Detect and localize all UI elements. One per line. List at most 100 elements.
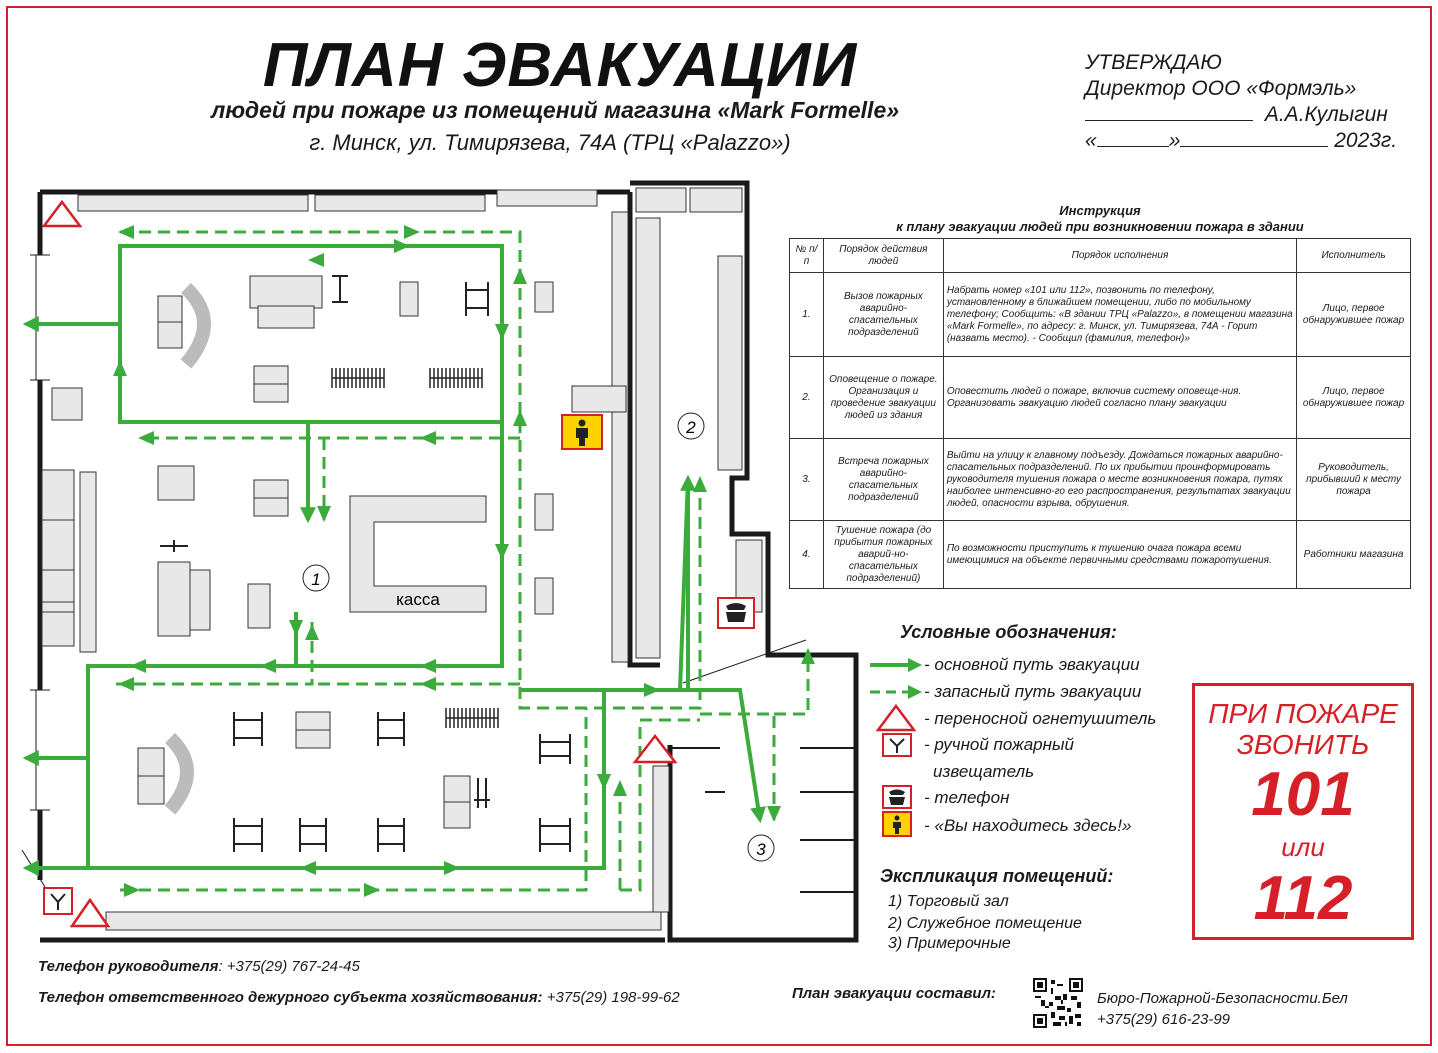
signature-underline — [1085, 103, 1253, 121]
legend-extinguisher: - переносной огнетушитель — [924, 709, 1157, 728]
call-point-legend-icon — [882, 733, 912, 757]
legend-title: Условные обозначения: — [900, 622, 1117, 642]
rack-symbols — [160, 275, 571, 852]
approval-signature-line: А.А.Кулыгин — [1085, 102, 1397, 128]
fitting-room-walls — [670, 747, 856, 893]
header-executor: Исполнитель — [1296, 238, 1411, 273]
table-header-row: № п/п Порядок действия людей Порядок исп… — [789, 238, 1411, 273]
legend-call-point-2: извещатель — [933, 762, 1035, 781]
table-row: 2. Оповещение о пожаре. Организация и пр… — [789, 356, 1411, 439]
row-executor: Лицо, первое обнаружившее пожар — [1296, 356, 1411, 439]
row-executor: Руководитель, прибывший к месту пожара — [1296, 438, 1411, 521]
building-walls — [37, 180, 859, 943]
header-num: № п/п — [789, 238, 824, 273]
explication-item: 1) Торговый зал — [888, 893, 1009, 910]
phone-icon — [717, 597, 755, 629]
row-executor: Лицо, первое обнаружившее пожар — [1296, 272, 1411, 357]
you-are-here-legend-icon — [882, 811, 912, 837]
route-arrowheads — [113, 239, 660, 875]
approval-position: Директор ООО «Формэль» — [1085, 77, 1357, 100]
explication-item: 2) Служебное помещение — [888, 915, 1082, 932]
row-action: Встреча пожарных аварийно-спасательных п… — [822, 438, 944, 521]
instruction-title-line2: к плану эвакуации людей при возникновени… — [896, 219, 1304, 234]
manager-phone-value: : +375(29) 767-24-45 — [218, 958, 360, 975]
quote-close: » — [1168, 129, 1181, 152]
emergency-number-101: 101 — [1251, 760, 1355, 829]
qr-code-icon — [1033, 978, 1083, 1028]
main-route-legend-icon — [870, 658, 922, 672]
legend-you-are-here: - «Вы находитесь здесь!» — [924, 816, 1132, 835]
row-num: 1. — [789, 272, 824, 357]
manual-call-point-icon — [43, 887, 73, 915]
approval-heading: УТВЕРЖДАЮ — [1085, 51, 1222, 74]
company-phone: +375(29) 616-23-99 — [1097, 1011, 1231, 1028]
instruction-table: № п/п Порядок действия людей Порядок исп… — [789, 238, 1411, 589]
month-underline — [1180, 129, 1329, 147]
approval-signer: А.А.Кулыгин — [1264, 103, 1388, 126]
row-action: Вызов пожарных аварийно-спасательных под… — [822, 272, 944, 357]
room-number-2: 2 — [685, 418, 696, 437]
row-num: 2. — [789, 356, 824, 439]
manager-phone: Телефон руководителя: +375(29) 767-24-45 — [38, 958, 360, 975]
day-underline — [1096, 129, 1169, 147]
header-execution: Порядок исполнения — [942, 238, 1298, 273]
reserve-arrowheads — [118, 225, 815, 897]
header-action: Порядок действия людей — [822, 238, 944, 273]
store-address: г. Минск, ул. Тимирязева, 74А (ТРЦ «Pala… — [309, 130, 791, 155]
reserve-evacuation-routes — [116, 230, 810, 892]
legend-main-route: - основной путь эвакуации — [924, 655, 1140, 674]
main-evacuation-routes — [22, 244, 766, 876]
compiled-by-label: План эвакуации составил: — [792, 985, 996, 1002]
hanger-rails — [331, 368, 499, 728]
emergency-number-112: 112 — [1253, 864, 1353, 933]
quote-open: « — [1085, 129, 1097, 152]
page-subtitle: людей при пожаре из помещений магазина «… — [210, 97, 900, 123]
phone-legend-icon — [882, 785, 912, 809]
emergency-or: или — [1281, 832, 1325, 862]
legend-call-point: - ручной пожарный — [924, 735, 1074, 754]
page-title: ПЛАН ЭВАКУАЦИИ — [262, 31, 858, 100]
you-are-here-icon — [561, 414, 603, 450]
approval-year: 2023г. — [1334, 129, 1398, 152]
row-executor: Работники магазина — [1296, 520, 1411, 589]
legend-reserve-route: - запасный путь эвакуации — [924, 682, 1142, 701]
approval-date-line: « » 2023г. — [1085, 128, 1397, 154]
duty-phone-value: +375(29) 198-99-62 — [542, 989, 680, 1006]
legend-symbols — [870, 658, 922, 837]
row-action: Оповещение о пожаре. Организация и прове… — [822, 356, 944, 439]
duty-phone-label: Телефон ответственного дежурного субъект… — [38, 989, 543, 1006]
instruction-title: Инструкция к плану эвакуации людей при в… — [790, 203, 1410, 235]
instruction-title-line1: Инструкция — [1059, 203, 1141, 218]
row-num: 3. — [789, 438, 824, 521]
extinguisher-icon — [41, 199, 678, 928]
row-execution: По возможности приступить к тушению очаг… — [942, 520, 1298, 589]
cashier-label: касса — [396, 590, 440, 609]
approval-block: УТВЕРЖДАЮ Директор ООО «Формэль» А.А.Кул… — [1085, 50, 1397, 154]
extinguisher-legend-icon — [875, 703, 917, 732]
explication-item: 3) Примерочные — [888, 935, 1011, 952]
row-execution: Выйти на улицу к главному подъезду. Дожд… — [942, 438, 1298, 521]
page-frame — [6, 6, 1432, 1046]
manager-phone-label: Телефон руководителя — [38, 958, 219, 975]
row-num: 4. — [789, 520, 824, 589]
duty-phone: Телефон ответственного дежурного субъект… — [38, 989, 680, 1006]
room-number-circles — [302, 412, 775, 862]
row-execution: Набрать номер «101 или 112», позвонить п… — [942, 272, 1298, 357]
table-row: 1. Вызов пожарных аварийно-спасательных … — [789, 272, 1411, 357]
table-row: 3. Встреча пожарных аварийно-спасательны… — [789, 438, 1411, 521]
room-number-1: 1 — [311, 570, 320, 589]
reserve-route-legend-icon — [870, 685, 922, 699]
emergency-line2: ЗВОНИТЬ — [1236, 729, 1370, 760]
row-execution: Оповестить людей о пожаре, включив систе… — [942, 356, 1298, 439]
legend-phone: - телефон — [924, 788, 1010, 807]
furniture — [41, 275, 627, 829]
company-name: Бюро-Пожарной-Безопасности.Бел — [1097, 990, 1348, 1007]
emergency-line1: ПРИ ПОЖАРЕ — [1208, 698, 1398, 729]
table-row: 4. Тушение пожара (до прибытия пожарных … — [789, 520, 1411, 589]
explication-title: Экспликация помещений: — [880, 866, 1114, 886]
row-action: Тушение пожара (до прибытия пожарных ава… — [822, 520, 944, 589]
emergency-call-box: ПРИ ПОЖАРЕ ЗВОНИТЬ 101 или 112 — [1192, 683, 1414, 940]
room-number-3: 3 — [756, 840, 766, 859]
wall-shelving — [41, 187, 763, 931]
